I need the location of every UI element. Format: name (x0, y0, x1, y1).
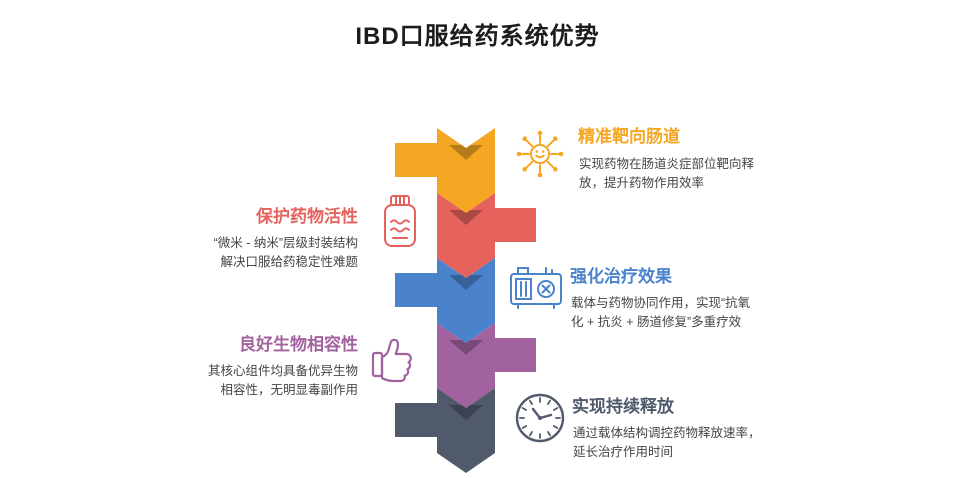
molecule-network-icon (510, 124, 570, 184)
item-desc-1: 实现药物在肠道炎症部位靶向释 放，提升药物作用效率 (579, 157, 755, 191)
item-desc-2: “微米 - 纳米”层级封装结构 解决口服给药稳定性难题 (213, 236, 358, 270)
thumbs-up-icon (366, 324, 426, 384)
item-desc-4: 其核心组件均具备优异生物 相容性，无明显毒副作用 (207, 364, 358, 398)
ribbon-arm-1 (395, 143, 445, 177)
item-title-2: 保护药物活性 (256, 207, 358, 226)
item-title-3: 强化治疗效果 (570, 267, 672, 286)
item-desc-3: 载体与药物协同作用，实现“抗氧 化 + 抗炎 + 肠道修复”多重疗效 (571, 296, 751, 330)
page-title: IBD口服给药系统优势 (355, 23, 600, 50)
ribbon-arm-3 (395, 273, 445, 307)
treatment-device-icon (506, 258, 566, 318)
item-title-1: 精准靶向肠道 (578, 127, 680, 146)
item-title-4: 良好生物相容性 (239, 335, 358, 354)
pill-bottle-icon (370, 192, 430, 252)
item-desc-5: 通过载体结构调控药物释放速率， 延长治疗作用时间 (573, 426, 761, 460)
clock-icon (510, 388, 570, 448)
item-title-5: 实现持续释放 (572, 397, 674, 416)
ribbon-arm-5 (395, 403, 445, 437)
